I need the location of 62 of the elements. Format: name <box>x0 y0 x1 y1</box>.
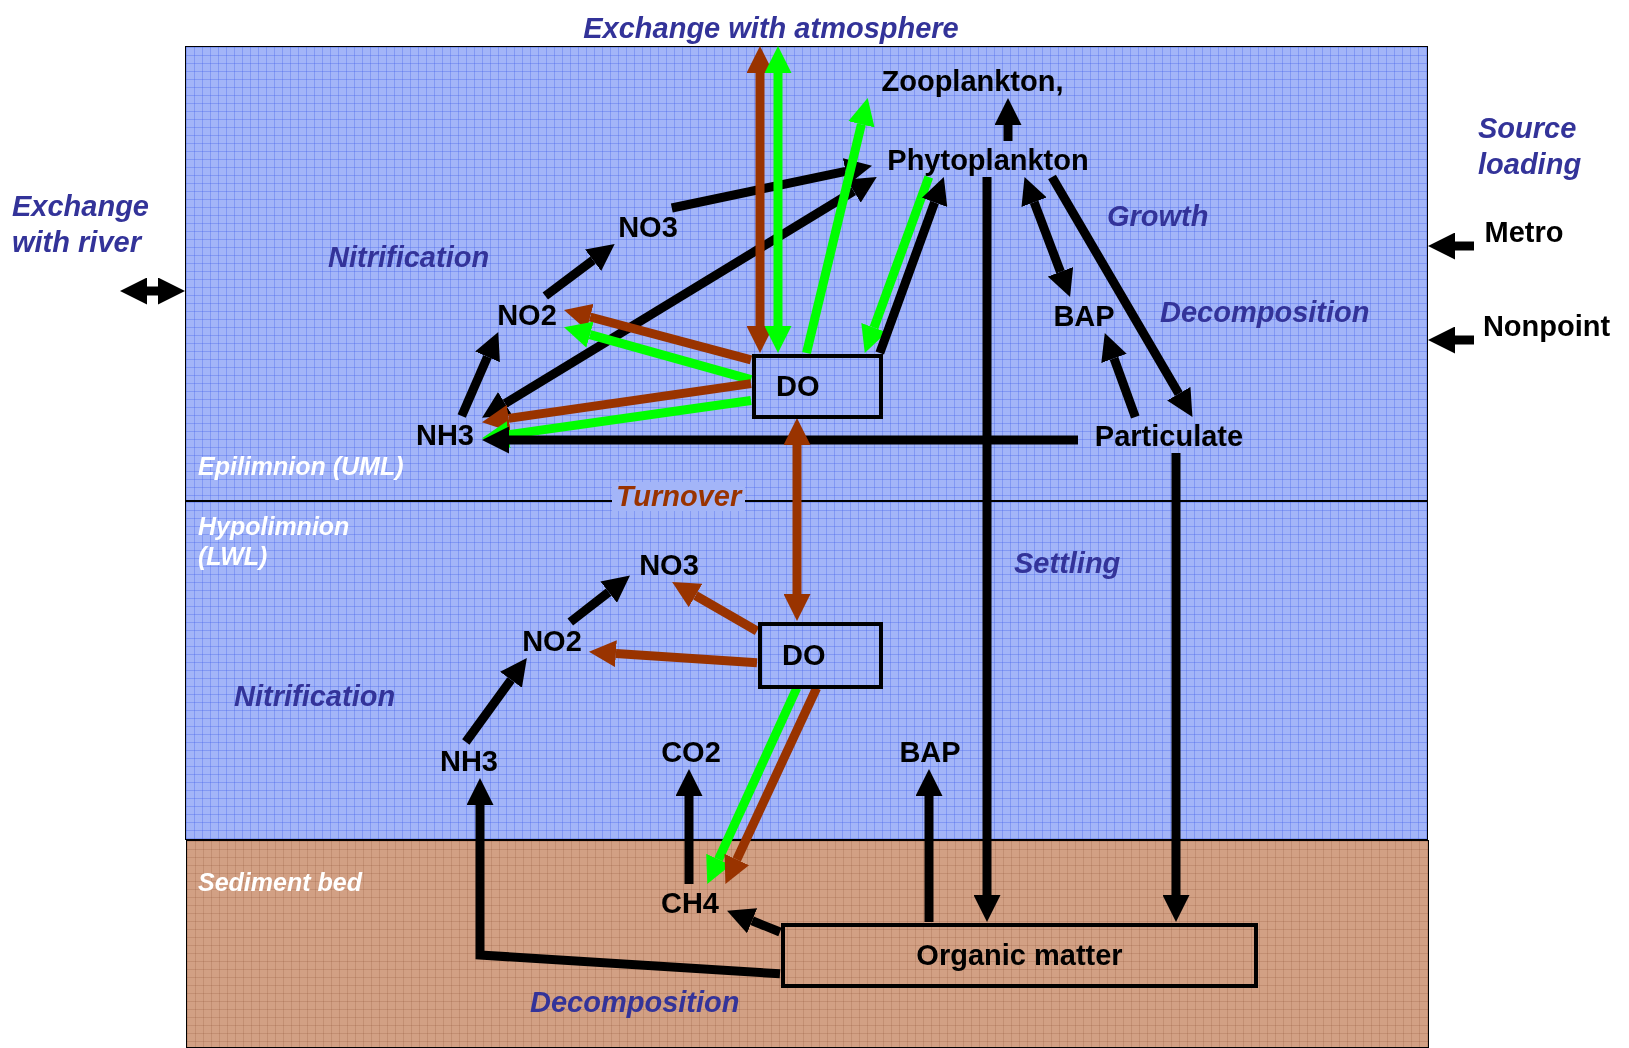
process-box: DO <box>758 622 883 689</box>
species-label: NO2 <box>489 297 565 333</box>
layer-name: Sediment bed <box>198 867 364 897</box>
label-text: Decomposition <box>530 985 740 1020</box>
edge-label: Turnover <box>612 482 746 511</box>
flow-arrow <box>727 908 782 937</box>
flow-arrow <box>670 158 872 213</box>
flow-arrow <box>706 686 801 884</box>
flow-arrow <box>482 426 1078 454</box>
flow-arrow <box>462 657 527 745</box>
species-label: Particulate <box>1079 418 1259 454</box>
flow-arrow <box>764 46 792 353</box>
flow-arrow <box>1048 174 1193 417</box>
species-label: Nonpoint <box>1474 308 1619 344</box>
flow-arrow <box>783 418 811 621</box>
flow-arrow <box>915 769 943 922</box>
species-label: NO3 <box>610 209 686 245</box>
flow-arrow <box>1428 326 1474 354</box>
label-text: Growth <box>1107 199 1209 234</box>
flow-arrow <box>1162 453 1190 922</box>
label-text: Decomposition <box>1160 295 1370 330</box>
title-text: Exchange with atmosphere <box>551 10 991 46</box>
species-label: NH3 <box>407 417 483 453</box>
flow-arrow <box>1101 333 1140 419</box>
flow-arrow <box>120 277 185 305</box>
flow-arrow <box>994 98 1022 141</box>
flow-arrow <box>675 769 703 884</box>
species-label: Metro <box>1474 214 1574 250</box>
flow-arrow <box>481 396 752 448</box>
species-label: Phytoplankton <box>873 142 1103 178</box>
flow-arrow <box>588 640 758 668</box>
flow-arrow <box>564 303 753 365</box>
species-label: BAP <box>892 734 968 770</box>
flow-arrow <box>724 686 821 884</box>
label-text: Nitrification <box>234 679 396 714</box>
process-box: DO <box>752 354 883 419</box>
sediment-layer <box>186 840 1429 1048</box>
species-label: NO3 <box>631 547 707 583</box>
label-text: Exchange with river <box>12 189 150 260</box>
flow-arrow <box>1021 176 1074 298</box>
flow-arrow <box>973 177 1001 922</box>
layer-name: Hypolimnion (LWL) <box>198 511 351 571</box>
flow-arrow <box>482 177 877 418</box>
label-text: Nitrification <box>328 240 490 275</box>
species-label: NH3 <box>431 743 507 779</box>
flow-arrow <box>672 582 760 635</box>
species-label: NO2 <box>514 623 590 659</box>
species-label: CO2 <box>653 734 729 770</box>
label-text: Settling <box>1014 546 1121 581</box>
layer-name: Epilimnion (UML) <box>198 451 405 481</box>
flow-arrow <box>481 379 752 432</box>
species-label: CH4 <box>652 885 728 921</box>
flow-arrow <box>861 175 934 353</box>
process-box: Organic matter <box>781 923 1258 988</box>
flow-arrow <box>567 575 630 626</box>
species-label: BAP <box>1046 298 1122 334</box>
flow-arrow <box>1428 232 1474 260</box>
species-label: Zooplankton, <box>865 63 1080 99</box>
label-text: Source loading <box>1478 111 1583 182</box>
flow-arrow <box>875 177 948 355</box>
flow-arrow <box>457 332 500 418</box>
flow-arrow <box>466 778 781 979</box>
